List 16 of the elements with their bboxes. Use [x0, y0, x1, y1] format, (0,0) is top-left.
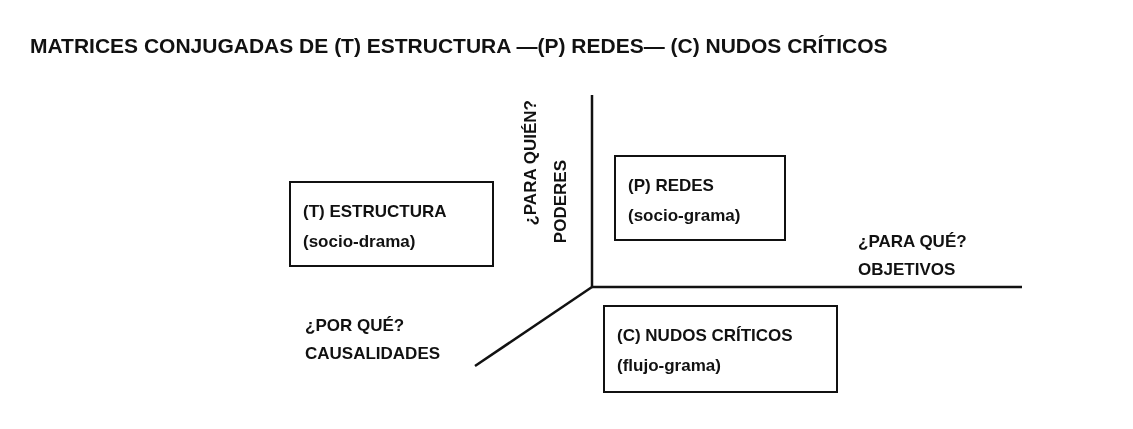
axis-label: ¿POR QUÉ? [305, 316, 405, 336]
box-subtitle: (socio-grama) [628, 205, 742, 227]
axis-label: ¿PARA QUÉ? [858, 232, 967, 252]
quadrant-box [614, 155, 786, 241]
quadrant-box [289, 181, 494, 267]
box-subtitle: (flujo-grama) [617, 355, 722, 377]
axis-label: CAUSALIDADES [305, 344, 441, 364]
box-heading: (C) NUDOS CRÍTICOS [617, 325, 794, 347]
quadrant-box [603, 305, 838, 393]
box-heading: (T) ESTRUCTURA [303, 201, 448, 223]
axis-label: ¿PARA QUIÉN? [521, 100, 541, 226]
box-heading: (P) REDES [628, 175, 715, 197]
box-subtitle: (socio-drama) [303, 231, 417, 253]
axis-label: OBJETIVOS [858, 260, 956, 280]
axis-label: PODERES [551, 160, 571, 244]
diagram-title: MATRICES CONJUGADAS DE (T) ESTRUCTURA —(P) REDES— (C) NUDOS CRÍTICOS [30, 34, 888, 58]
